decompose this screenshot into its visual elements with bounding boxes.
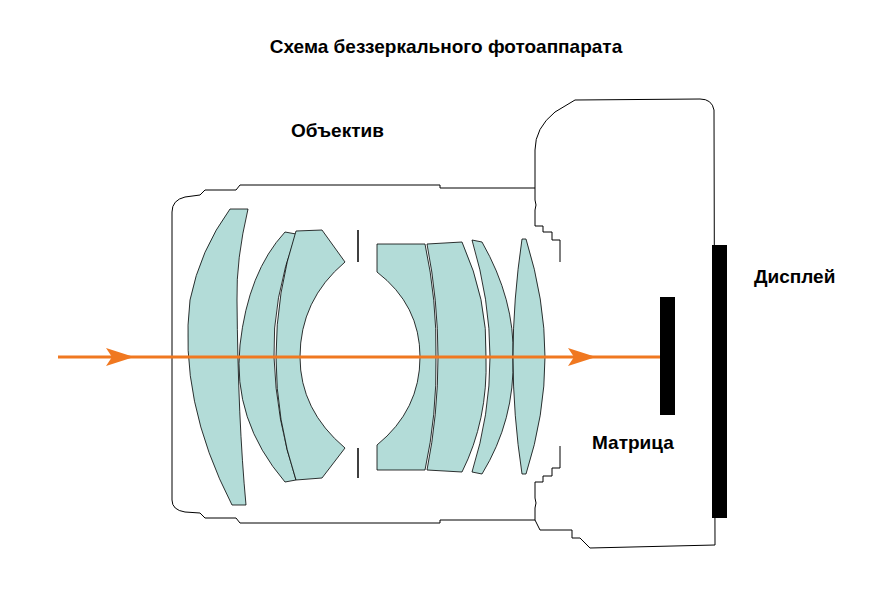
display-label: Дисплей — [754, 266, 835, 288]
display — [712, 245, 727, 518]
lens-label: Объектив — [291, 120, 384, 142]
diagram-title: Схема беззеркального фотоаппарата — [270, 36, 622, 58]
sensor — [660, 297, 675, 415]
light-ray — [58, 348, 664, 366]
lens-element — [276, 230, 345, 480]
aperture — [357, 230, 359, 478]
camera-outline — [172, 99, 715, 548]
sensor-label: Матрица — [592, 432, 674, 454]
